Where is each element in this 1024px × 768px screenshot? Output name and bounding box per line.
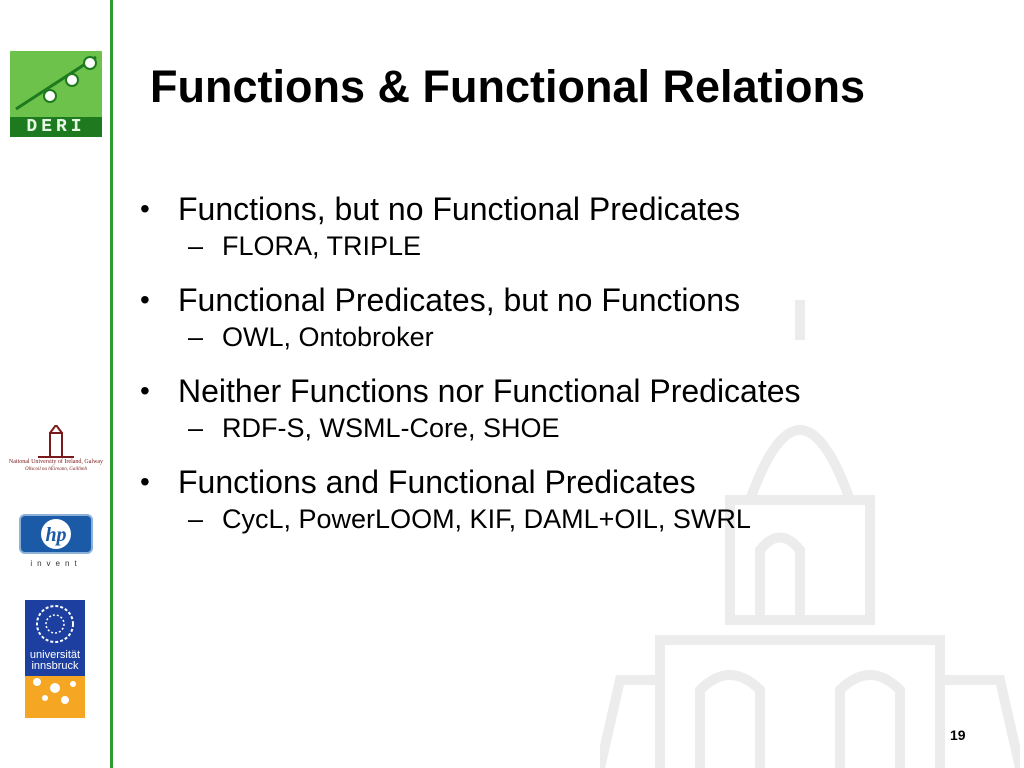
bullet-item: • Functional Predicates, but no Function… xyxy=(140,280,1000,320)
nuig-crest-icon xyxy=(38,425,74,458)
nuig-name-irish: Ollscoil na hÉireann, Gaillimh xyxy=(24,467,88,472)
nuig-logo: National University of Ireland, Galway O… xyxy=(4,425,108,475)
bullet-item: • Neither Functions nor Functional Predi… xyxy=(140,371,1000,411)
bullet-item: • Functions, but no Functional Predicate… xyxy=(140,189,1000,229)
innsbruck-emblem-icon xyxy=(25,600,85,718)
bullet-text: Functions and Functional Predicates xyxy=(178,464,696,500)
sub-bullet-text: RDF-S, WSML-Core, SHOE xyxy=(222,413,560,443)
hp-logo-text: hp xyxy=(45,524,66,546)
innsbruck-text-universitat: universität xyxy=(29,649,81,661)
deri-logo-text: DERI xyxy=(10,117,102,137)
bullet-text: Functions, but no Functional Predicates xyxy=(178,191,741,227)
innsbruck-logo: universität innsbruck xyxy=(25,600,85,718)
bullet-marker: • xyxy=(140,193,150,224)
nuig-name: National University of Ireland, Galway xyxy=(8,459,104,465)
hp-badge-icon: hp xyxy=(19,514,93,554)
sub-bullet-text: FLORA, TRIPLE xyxy=(222,231,422,261)
bullet-marker: • xyxy=(140,284,150,315)
bullet-text: Neither Functions nor Functional Predica… xyxy=(178,373,801,409)
hp-tagline: invent xyxy=(30,559,82,568)
sub-bullet-text: OWL, Ontobroker xyxy=(222,322,434,352)
sidebar-divider-line xyxy=(110,0,113,768)
deri-graph-icon xyxy=(10,51,102,117)
sub-bullet-marker: – xyxy=(188,504,204,534)
sub-bullet-item: – OWL, Ontobroker xyxy=(140,320,1000,354)
sub-bullet-marker: – xyxy=(188,231,204,261)
sub-bullet-item: – CycL, PowerLOOM, KIF, DAML+OIL, SWRL xyxy=(140,502,1000,536)
innsbruck-text-innsbruck: innsbruck xyxy=(31,660,79,672)
sub-bullet-text: CycL, PowerLOOM, KIF, DAML+OIL, SWRL xyxy=(222,504,751,534)
sub-bullet-marker: – xyxy=(188,322,204,352)
page-number: 19 xyxy=(950,727,966,743)
sub-bullet-marker: – xyxy=(188,413,204,443)
slide-title: Functions & Functional Relations xyxy=(150,61,866,112)
sub-bullet-item: – FLORA, TRIPLE xyxy=(140,229,1000,263)
bullet-marker: • xyxy=(140,466,150,497)
deri-logo: DERI xyxy=(10,51,102,137)
hp-logo: hp invent xyxy=(18,513,94,571)
sub-bullet-item: – RDF-S, WSML-Core, SHOE xyxy=(140,411,1000,445)
building-watermark-icon xyxy=(600,300,1020,768)
bullet-text: Functional Predicates, but no Functions xyxy=(178,282,741,318)
bullet-list: • Functions, but no Functional Predicate… xyxy=(140,189,1000,553)
bullet-item: • Functions and Functional Predicates xyxy=(140,462,1000,502)
bullet-marker: • xyxy=(140,375,150,406)
